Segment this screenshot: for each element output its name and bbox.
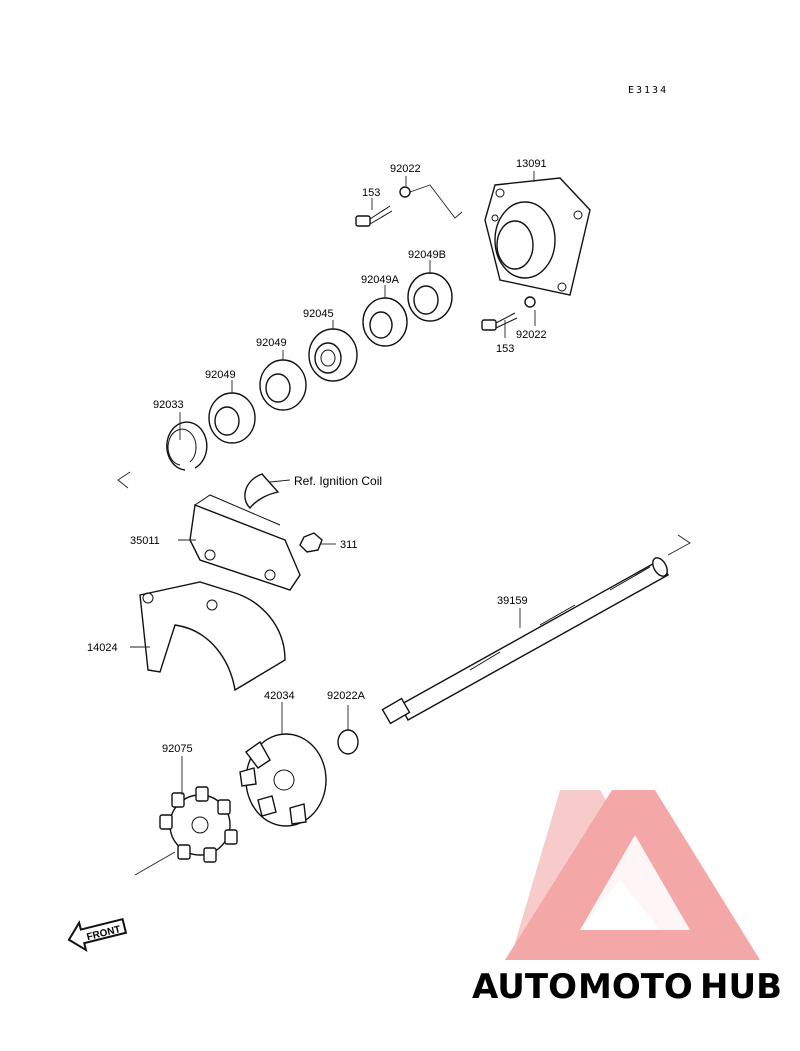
alignment-line-left xyxy=(117,471,131,489)
callout-ref-ignition-coil: Ref. Ignition Coil xyxy=(294,474,382,488)
bearing-92049-lower xyxy=(208,392,256,444)
bearing-housing-13091 xyxy=(484,177,591,296)
callout-13091: 13091 xyxy=(516,158,547,170)
callout-92022-top: 92022 xyxy=(390,163,421,175)
damper-92075 xyxy=(159,786,238,863)
callout-14024: 14024 xyxy=(87,642,118,654)
cover-14024 xyxy=(139,581,286,692)
callout-92049A: 92049A xyxy=(361,274,400,286)
callout-92075: 92075 xyxy=(162,743,193,755)
washer-92022-bottom xyxy=(524,296,536,308)
bearing-92049A xyxy=(362,297,408,347)
nut-311 xyxy=(299,532,323,553)
watermark-part3: HUB xyxy=(700,967,782,1007)
watermark-part2: MOTO xyxy=(578,967,693,1007)
circlip-92033 xyxy=(166,421,208,471)
callout-92049-upper: 92049 xyxy=(256,337,287,349)
alignment-line-top xyxy=(409,184,463,219)
callout-92049-lower: 92049 xyxy=(205,369,236,381)
washer-92022-top xyxy=(399,186,411,198)
bolt-153-bottom xyxy=(481,312,518,331)
coupling-42034 xyxy=(239,733,327,827)
ignition-coil-clip xyxy=(244,473,280,510)
front-arrow-icon: FRONT xyxy=(67,917,128,953)
watermark-part1: AUTO xyxy=(472,967,577,1007)
callout-92033: 92033 xyxy=(153,399,184,411)
watermark-logo-icon xyxy=(505,790,760,960)
callout-92045: 92045 xyxy=(303,308,334,320)
callout-42034: 42034 xyxy=(264,690,295,702)
callout-39159: 39159 xyxy=(497,595,528,607)
callout-153-bottom: 153 xyxy=(496,343,514,355)
bearing-92049B xyxy=(407,272,453,322)
watermark-wordmark: AUTO MOTO HUB xyxy=(472,967,782,1007)
callout-35011: 35011 xyxy=(130,535,160,547)
washer-92022A xyxy=(337,729,359,755)
diagram-code: E3134 xyxy=(628,85,668,96)
callout-311: 311 xyxy=(340,539,358,551)
bracket-35011 xyxy=(189,494,301,591)
callout-92022A: 92022A xyxy=(327,690,366,702)
shaft-39159 xyxy=(381,557,669,725)
bearing-92045 xyxy=(308,328,358,382)
callout-92022-bottom: 92022 xyxy=(516,329,547,341)
bearing-92049-upper xyxy=(259,359,307,411)
bolt-153-top xyxy=(355,205,393,227)
callout-153-top: 153 xyxy=(362,187,380,199)
leader-lines xyxy=(130,171,536,795)
callout-92049B: 92049B xyxy=(408,249,446,261)
alignment-line-bottom xyxy=(134,851,176,876)
alignment-line-right xyxy=(667,534,691,556)
